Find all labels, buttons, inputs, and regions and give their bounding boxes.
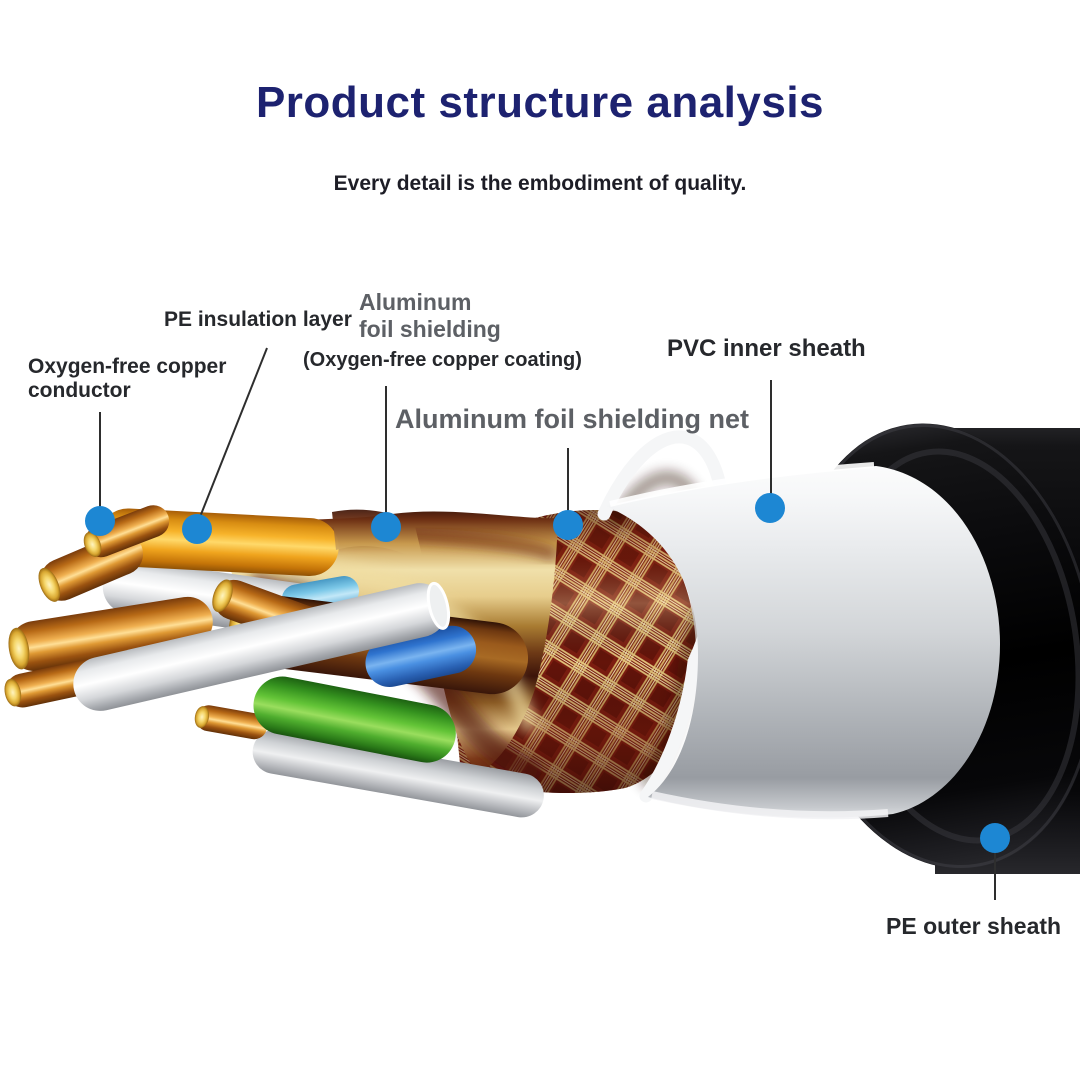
page-subtitle: Every detail is the embodiment of qualit…: [333, 172, 747, 195]
copper-green-body: [195, 705, 268, 740]
label-aluminum-foil-shielding: Aluminum foil shielding: [359, 289, 501, 343]
label-oxygen-free-copper-conductor: Oxygen-free copper conductor: [28, 355, 226, 403]
label-aluminum-foil-line2: foil shielding: [359, 316, 501, 342]
wire-green-body: [253, 676, 456, 763]
copper-a-tip: [38, 567, 61, 602]
wire-green: [253, 676, 456, 763]
label-oxygen-free-copper-coating-note: (Oxygen-free copper coating): [303, 349, 582, 371]
leader-pe-insulation: [197, 347, 268, 523]
wire-white-long-body: [73, 583, 447, 711]
copper-e-body: [9, 596, 213, 672]
wire-gray-body: [252, 729, 544, 818]
label-aluminum-foil-line1: Aluminum: [359, 289, 472, 315]
label-aluminum-foil-shielding-net: Aluminum foil shielding net: [395, 404, 749, 434]
copper-conductor-top-b: [83, 505, 170, 558]
dot-pe-insulation: [182, 514, 212, 544]
label-pvc-inner-sheath: PVC inner sheath: [667, 335, 866, 362]
dot-shielding-net: [553, 510, 583, 540]
wire-bundle: [4, 505, 544, 818]
inner-sheath-bottom-lip: [651, 791, 889, 820]
copper-conductor-left-e: [8, 596, 213, 672]
page-title: Product structure analysis: [255, 78, 825, 127]
wire-gray-bottom: [252, 729, 544, 818]
inner-sheath-top-highlight: [609, 462, 875, 507]
label-pe-insulation-layer: PE insulation layer: [164, 308, 352, 331]
callout-dots: [85, 493, 1010, 853]
copper-f-tip: [4, 678, 22, 707]
copper-conductor-green-pair: [194, 705, 268, 740]
dot-aluminum-foil: [371, 512, 401, 542]
label-oxygen-free-line1: Oxygen-free copper: [28, 355, 227, 378]
copper-b-body: [84, 505, 170, 558]
dot-pvc-inner: [755, 493, 785, 523]
dot-pe-outer: [980, 823, 1010, 853]
copper-green-tip: [194, 706, 210, 728]
label-pe-outer-sheath: PE outer sheath: [886, 913, 1062, 939]
copper-e-tip: [8, 627, 30, 670]
pvc-inner-sheath-white-tube: [597, 430, 1000, 820]
wire-white-long: [73, 581, 451, 711]
wire-white-long-cut-face: [426, 581, 451, 630]
leader-lines: [99, 347, 996, 900]
inner-sheath-body: [606, 466, 1000, 818]
dot-oxygen-free: [85, 506, 115, 536]
copper-c-tip: [212, 579, 233, 613]
copper-b-tip: [83, 532, 102, 557]
label-oxygen-free-line2: conductor: [28, 379, 131, 402]
